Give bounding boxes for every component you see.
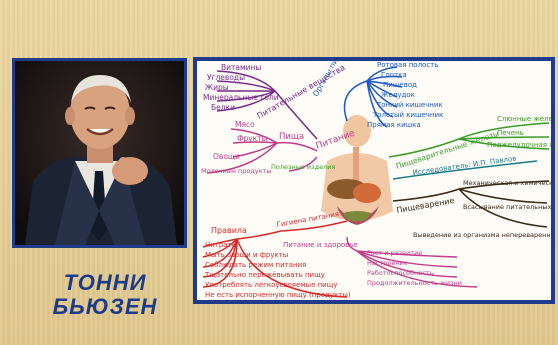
- nutrient-item: Витамины: [221, 63, 261, 72]
- person-name-first: ТОННИ: [20, 270, 190, 296]
- food-item: Мясо: [235, 120, 255, 129]
- rules-sub-label: Гигиена питания: [276, 210, 340, 229]
- rule-item: Мыть овощи и фрукты: [205, 251, 288, 259]
- gland-item: Слюнные железы: [497, 115, 551, 123]
- organ-item: Ротовая полость: [377, 61, 438, 69]
- organ-item: Прямая кишка: [367, 121, 421, 129]
- nutrient-item: Углеводы: [207, 73, 245, 82]
- rule-item: Употреблять легкоусвояемые пищу: [205, 281, 337, 289]
- gland-item: Поджелудочная железа: [487, 141, 551, 149]
- food-item: Фрукты: [237, 134, 268, 143]
- rule-item: Не есть испорченную пищу (продукты): [205, 291, 351, 299]
- food-item: Овощи: [213, 152, 240, 161]
- organ-item: Толстый кишечник: [372, 111, 443, 119]
- rule-item: Тщательно пережёвывать пищу: [204, 271, 325, 279]
- gland-item: Печень: [497, 129, 524, 137]
- branch-importance-label: Питание и здоровье: [283, 241, 358, 249]
- nutrient-item: Минеральные соли: [203, 93, 279, 102]
- organ-item: Желудок: [381, 91, 415, 99]
- mind-map-canvas: Питание Питательные вещества Витамины Уг…: [197, 61, 551, 300]
- rule-item: Соблюдать режим питания: [205, 261, 306, 269]
- importance-item: Продолжительность жизни: [367, 279, 462, 287]
- organ-item: Тонкий кишечник: [376, 101, 443, 109]
- digestion-item: Механическая и химическая переработка пи…: [463, 179, 551, 187]
- rule-item: Нитраты: [205, 241, 237, 249]
- digestion-item: Выведение из организма непереваренных ос…: [413, 231, 551, 239]
- importance-item: Настроение: [367, 259, 408, 267]
- food-sub-label: Полезные изделия: [271, 163, 335, 171]
- organ-item: Пищевод: [383, 81, 417, 89]
- food-item: Молочные продукты: [201, 167, 272, 175]
- branch-digestion-label: Пищеварение: [396, 196, 455, 215]
- person-name-last: БЬЮЗЕН: [20, 294, 190, 320]
- portrait-illustration: [15, 61, 184, 245]
- digestion-item: Всасывание питательных веществ: [463, 203, 551, 211]
- organ-item: Глотка: [381, 71, 407, 79]
- mind-map: Питание Питательные вещества Витамины Уг…: [193, 57, 555, 304]
- importance-item: Рост и развитие: [367, 249, 422, 257]
- branch-organs-label: Органы пищеварения: [311, 61, 362, 98]
- portrait-photo: [12, 58, 187, 248]
- nutrient-item: Жиры: [205, 83, 229, 92]
- importance-item: Работоспособность: [367, 269, 434, 277]
- nutrient-item: Белки: [211, 103, 235, 112]
- branch-food-label: Пища: [279, 132, 304, 142]
- branch-rules-label: Правила: [211, 226, 247, 235]
